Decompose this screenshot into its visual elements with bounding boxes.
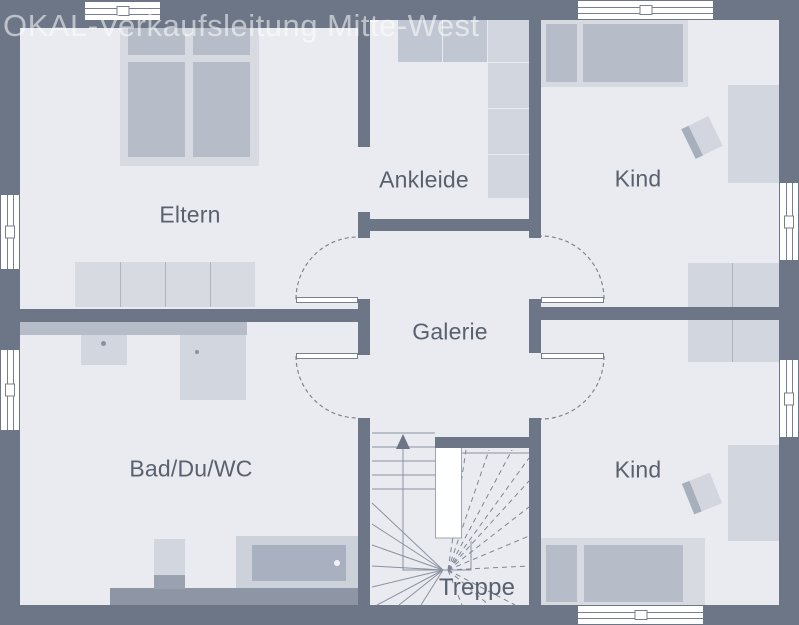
stairwell-void — [435, 442, 462, 539]
bed-mattress — [193, 62, 250, 157]
bathtub-drain-icon — [334, 560, 340, 566]
wardrobe-cell — [488, 20, 529, 62]
wardrobe-cell — [443, 20, 487, 62]
desk — [728, 445, 779, 541]
vanity-counter — [20, 318, 247, 335]
room-label-treppe: Treppe — [438, 574, 516, 601]
wardrobe-cell — [488, 155, 529, 198]
window-icon — [85, 2, 160, 20]
window-icon — [578, 1, 713, 19]
staircase — [371, 432, 530, 606]
room-label-ankleide: Ankleide — [379, 166, 469, 193]
door-swing-arc — [295, 235, 605, 420]
wall-cap-east — [529, 299, 541, 353]
wall-top-thick — [20, 20, 370, 28]
bed-mattress — [584, 545, 683, 602]
bed-pillow — [128, 28, 185, 55]
window-icon — [1, 195, 19, 269]
wardrobe-cell — [488, 63, 529, 108]
wardrobe-cell — [488, 109, 529, 154]
door-leaf-eltern — [296, 297, 358, 303]
toilet-pedestal — [154, 575, 185, 589]
wall-stair-west — [358, 418, 370, 605]
bed-pillow — [546, 24, 577, 82]
watermark: OKAL-Verkaufsleitung Mitte-West — [3, 8, 480, 43]
wall-eltern-ankleide-upper — [358, 28, 370, 147]
wardrobe — [688, 263, 779, 307]
door-leaf-bad — [296, 353, 358, 359]
shower — [180, 335, 246, 400]
bathtub-basin — [252, 545, 346, 581]
desk — [728, 85, 779, 183]
room-label-galerie: Galerie — [412, 318, 488, 345]
wall-ankleide-kind — [529, 20, 541, 238]
window-icon — [1, 350, 19, 430]
sink — [81, 335, 127, 365]
room-label-kind-top: Kind — [614, 165, 662, 192]
stair-top-wall — [435, 437, 530, 448]
faucet-dot-icon — [101, 341, 106, 346]
door-leaf-kind-bottom — [541, 353, 604, 359]
wall-eltern-bad — [20, 309, 358, 322]
window-icon — [780, 360, 798, 437]
faucet-dot-icon — [195, 350, 199, 354]
wall-stair-east — [529, 418, 541, 605]
bed-mattress — [128, 62, 185, 157]
window-icon — [780, 183, 798, 260]
bed-mattress — [583, 24, 683, 82]
window-icon — [578, 606, 703, 624]
bed-pillow — [546, 545, 577, 602]
door-leaf-kind-top — [541, 297, 604, 303]
bed-pillow — [193, 28, 250, 55]
room-label-kind-bottom: Kind — [614, 456, 662, 483]
toilet — [154, 539, 185, 575]
stairs-up-arrow-icon — [396, 434, 410, 449]
wall-cap-west — [358, 299, 370, 355]
dresser — [75, 262, 255, 307]
wall-ankleide-galerie — [358, 219, 541, 231]
low-wall — [110, 588, 358, 605]
wall-kind-kind — [541, 307, 779, 320]
wardrobe-cell — [398, 20, 442, 62]
room-label-eltern: Eltern — [159, 201, 221, 228]
wardrobe — [688, 320, 779, 362]
room-label-bad: Bad/Du/WC — [129, 455, 253, 482]
